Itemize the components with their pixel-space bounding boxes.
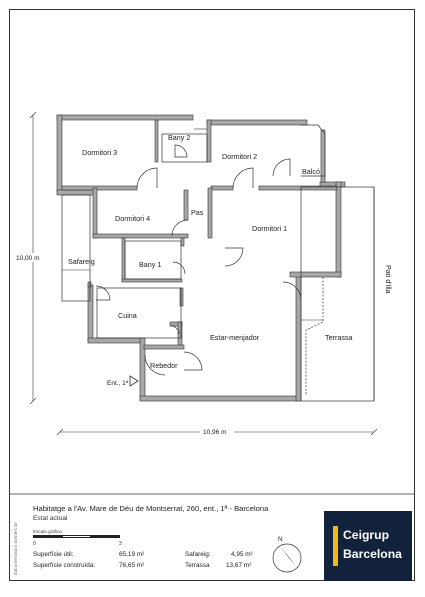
dimension-tick [56,428,64,436]
wall [121,237,126,282]
room-label-cuina: Cuina [118,311,137,320]
room-label-dormitori-2: Dormitori 2 [222,152,257,161]
door-arc [282,281,302,301]
wall [177,321,183,349]
sheet-frame [9,9,415,581]
room-label-dormitori-3: Dormitori 3 [82,148,117,157]
wall [210,185,234,191]
dimension-tick [29,111,37,119]
terrassa-area-value: 13,67 m² [226,562,252,569]
door-arc [171,219,189,237]
scale-segment [62,535,91,538]
wall [87,337,144,344]
wall [92,233,189,239]
door-arc [183,351,203,371]
room-outline [61,194,91,302]
north-circle [272,543,302,573]
scale-segment [91,535,120,538]
wall [61,185,138,191]
scale-bar [33,535,121,539]
vertical-note: documentació comercial [13,522,18,575]
door-arc [144,354,166,376]
room-label-bany-2: Bany 2 [168,133,190,142]
wall [295,272,302,402]
wall [56,114,194,121]
safareig-area-label: Safareig: [185,551,211,558]
scale-segment [33,535,62,538]
room-label-safareig: Safareig [68,257,95,266]
room-label-rebedor: Rebedor [150,361,178,370]
terrace-dashed-line [305,277,324,396]
property-status: Estat actual [33,515,68,522]
door-arc [172,261,186,275]
dimension-width: 10,96 m [203,429,227,436]
north-arrow-icon [280,546,296,566]
wall [121,278,183,283]
wall [56,114,63,193]
door-arc [136,167,158,189]
wall [56,189,96,196]
room-label-terrassa: Terrassa [325,333,353,342]
room-label-balco: Balcó [302,167,320,176]
room-label-pati: Pati d'illa [384,265,393,294]
entry-arrow-icon [129,375,139,387]
wall [183,189,189,221]
wall [139,395,301,402]
useful-area-value: 65,19 m² [119,551,145,558]
dimension-height: 10,00 m [16,255,40,262]
wall [87,281,92,288]
room-label-bany-1: Bany 1 [139,260,161,269]
wall [179,287,184,307]
wall [206,119,308,126]
room-label-dormitori-4: Dormitori 4 [115,214,150,223]
brand-name-line1: Ceigrup [343,528,390,542]
door-arc [224,247,244,267]
dimension-label-bg [200,427,234,437]
wall [258,185,338,191]
door-arc [272,158,291,177]
brand-logo: Ceigrup Barcelona [324,511,412,581]
wall [87,284,94,343]
useful-area-label: Superfície útil: [33,551,74,558]
brand-accent-bar [333,526,338,566]
north-label: N [278,536,283,543]
wall [335,181,342,278]
dimension-tick [370,428,378,436]
door-arc [232,167,254,189]
wall [207,187,213,239]
door-arc [174,144,188,158]
room-outline [96,287,182,339]
dimension-tick [29,397,37,405]
balcony-rail [300,124,326,177]
safareig-area-value: 4,95 m² [231,551,253,558]
wall [206,119,212,163]
wall [320,129,326,183]
built-area-label: Superfície construïda: [33,562,96,569]
scale-start: 0 [33,541,36,547]
wall [289,271,342,278]
brand-name-line2: Barcelona [343,547,402,561]
door-arc [170,325,180,335]
built-area-value: 76,65 m² [119,562,145,569]
entry-label: Ent., 1ª [107,380,129,387]
wall [180,237,185,247]
scale-label: Escala gràfica [33,529,62,534]
room-outline [124,240,182,280]
property-title: Habitatge a l'Av. Mare de Déu de Montser… [33,504,269,513]
room-label-estar-menjador: Estar-menjador [210,333,260,342]
door-arc [95,285,111,301]
scale-end: 3 [119,541,122,547]
wall [143,344,185,350]
wall [92,187,98,239]
dimension-label-bg [14,253,48,262]
terrassa-area-label: Terrassa [185,562,210,569]
room-label-pas: Pas [191,208,204,217]
room-outline [161,133,208,163]
wall [154,119,159,163]
room-label-dormitori-1: Dormitori 1 [252,224,287,233]
